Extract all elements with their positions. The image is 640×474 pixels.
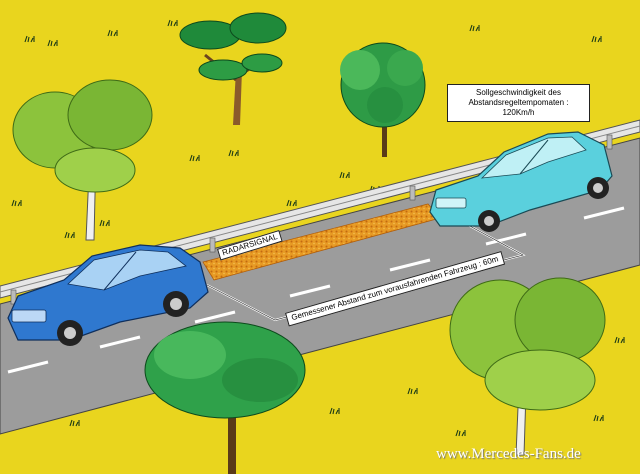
tree-icon [449,277,606,456]
follow-car [7,244,209,346]
set-speed-line-2: Abstandsregeltempomaten : [468,98,569,107]
tree-icon [12,79,153,241]
tree-icon [179,12,287,125]
tree-icon [144,321,306,474]
lane-markings [7,206,625,374]
set-speed-line-1: Sollgeschwindigkeit des [476,88,561,97]
watermark: www.Mercedes-Fans.de [436,446,581,462]
lead-car [429,131,613,232]
tree-icon [340,42,426,157]
set-speed-line-3: 120Km/h [502,108,535,117]
set-speed-box: Sollgeschwindigkeit des Abstandsregeltem… [447,84,590,122]
